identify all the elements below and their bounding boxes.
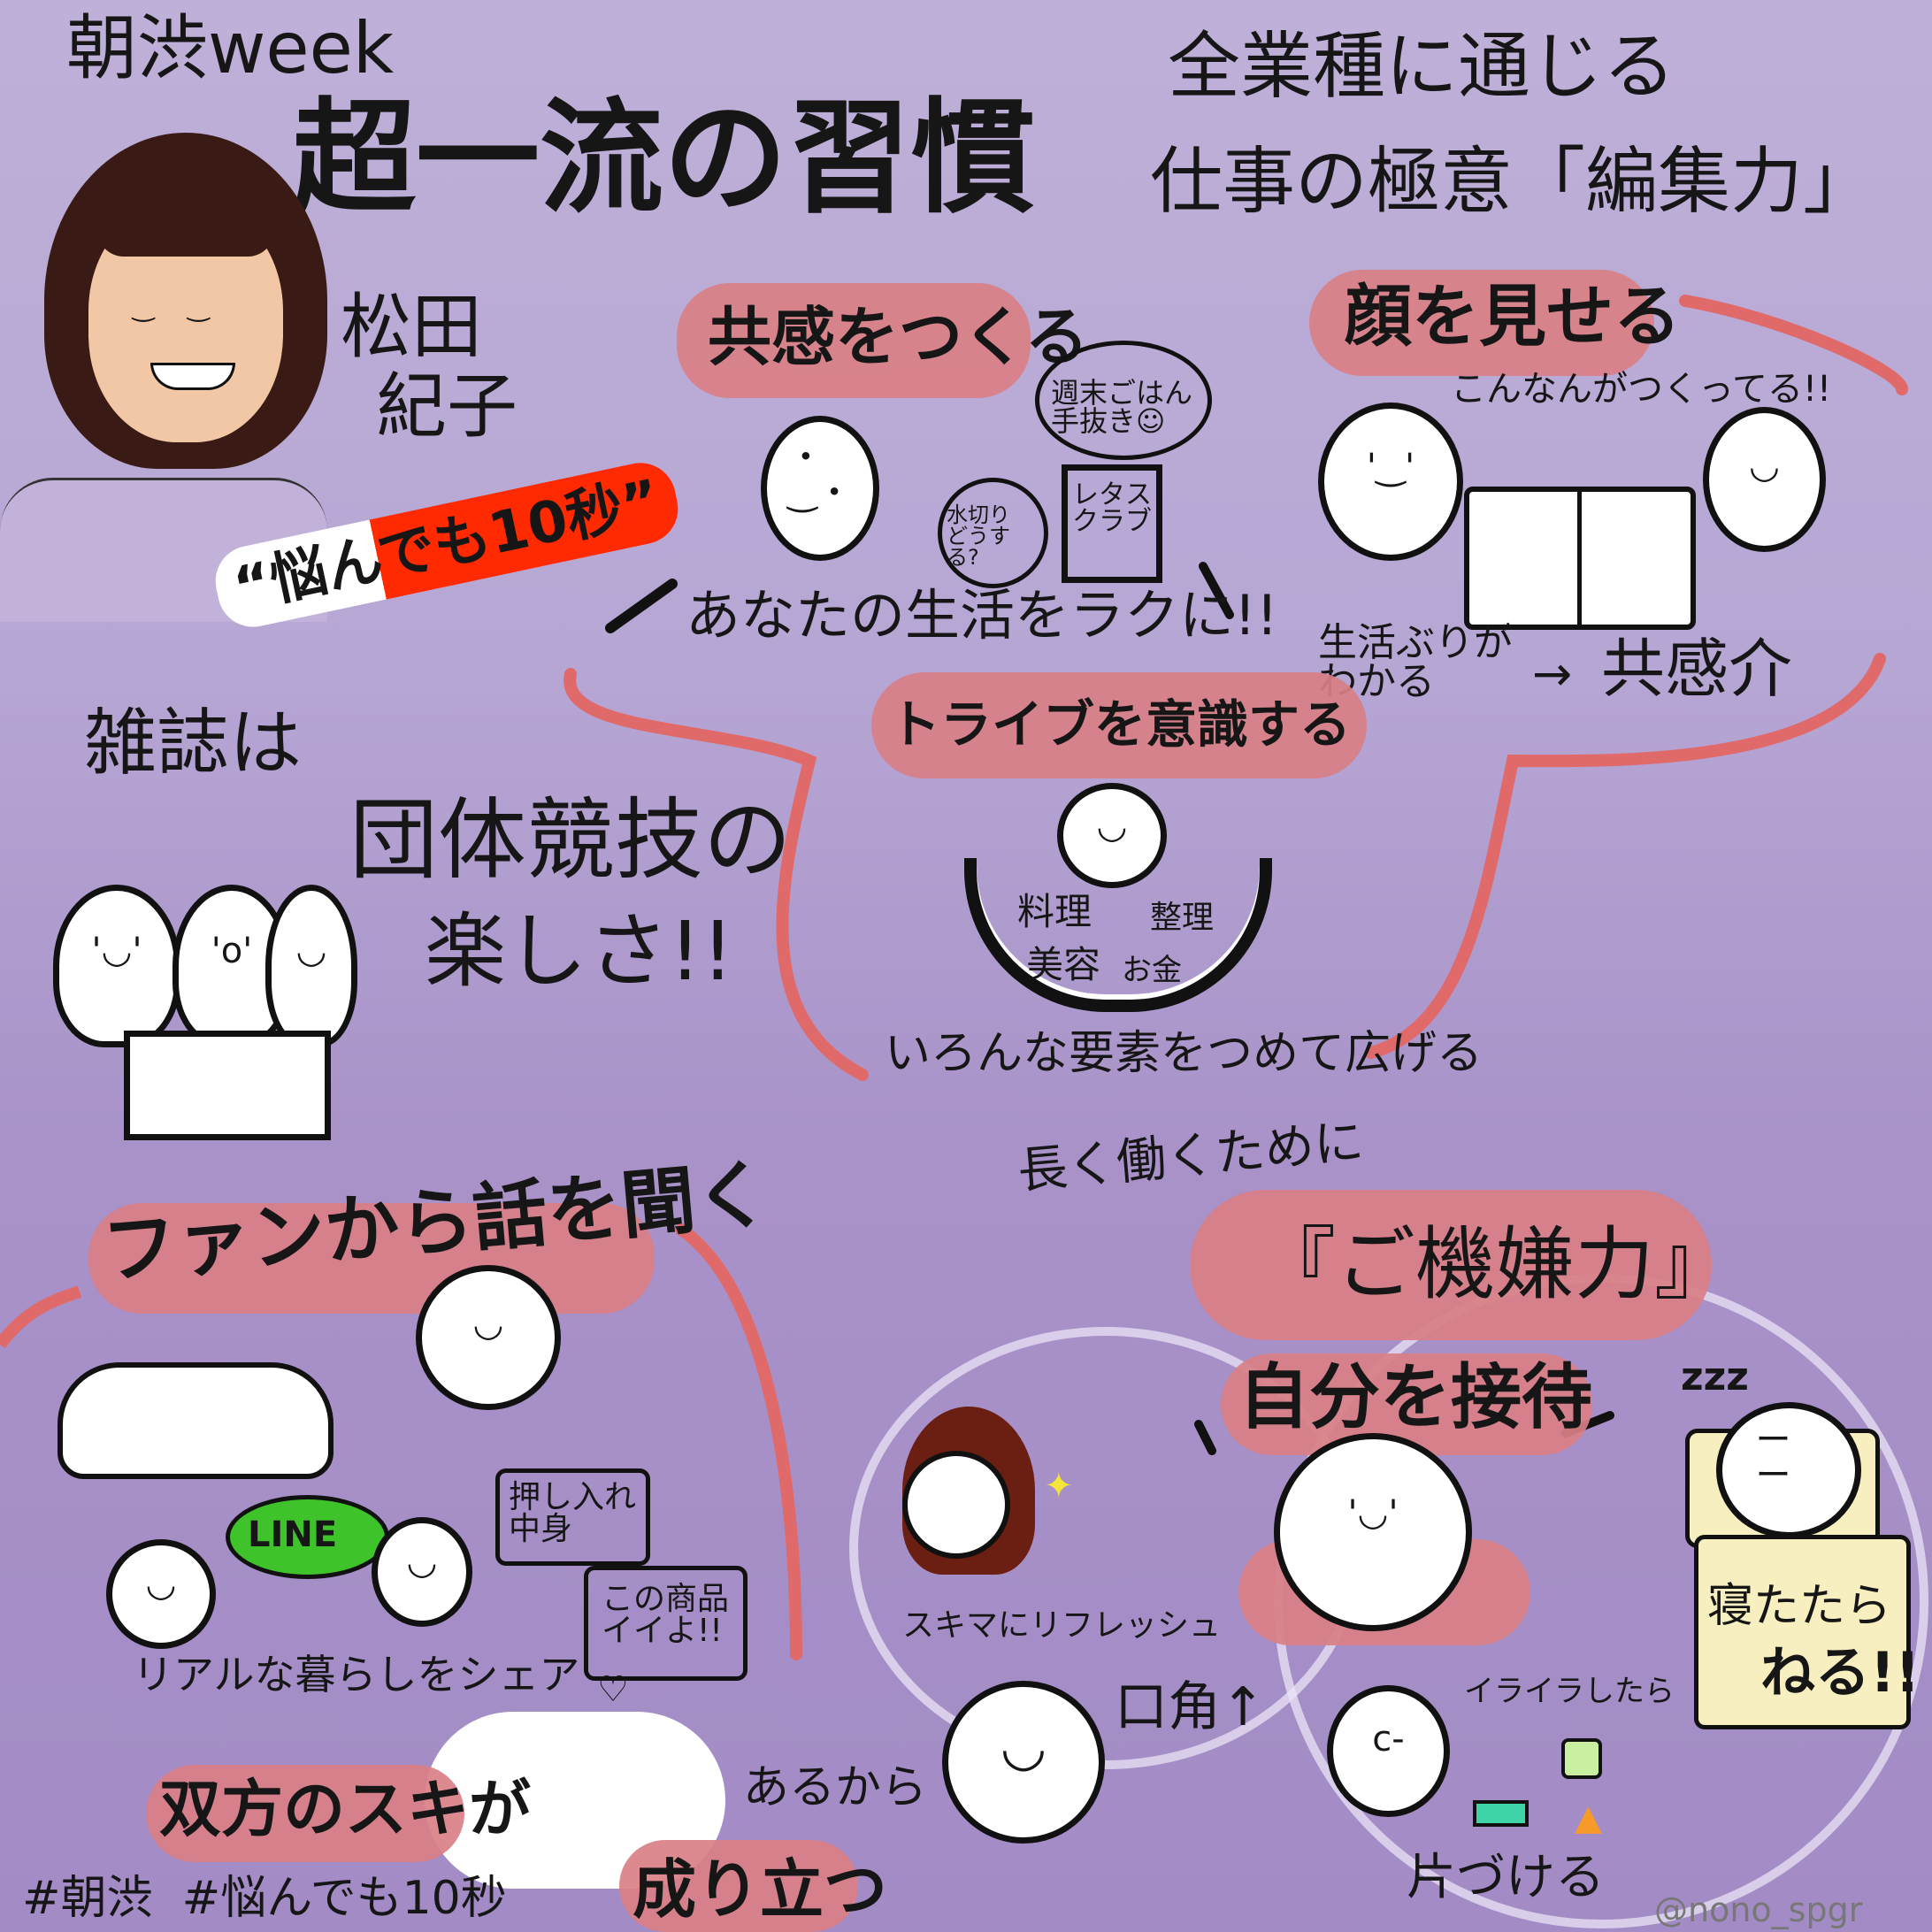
toy-shapes	[1473, 1800, 1529, 1827]
speech-bubble	[1035, 341, 1212, 460]
character-figure: ◡	[416, 1265, 561, 1410]
heading-background	[146, 1765, 464, 1862]
tribe-item: 整理	[1150, 900, 1215, 936]
toy-shapes	[1561, 1738, 1602, 1779]
sleeping-character: ー ー	[1716, 1402, 1861, 1538]
character-figure: '◡'	[1274, 1433, 1472, 1631]
character-figure: '‿'	[1318, 402, 1463, 561]
both-like-text: 双方のスキが	[159, 1773, 531, 1845]
tidy-text: 片づける	[1407, 1849, 1605, 1906]
character-figure: ◡	[265, 885, 357, 1047]
speaker-name-line1: 松田	[341, 286, 482, 368]
woman-face-icon	[902, 1407, 1035, 1575]
empathy-heading: 共感をつくる	[708, 300, 1089, 374]
magazine-title: レタス クラブ	[1072, 479, 1152, 537]
magazine-line2: 団体競技の	[349, 788, 792, 892]
page-title: 超一流の習慣	[292, 87, 1036, 231]
credit: @nono_spgr	[1654, 1890, 1863, 1929]
zzz-text: zzz	[1681, 1354, 1749, 1399]
face-caption-top: こんなんがつくってる!!	[1451, 369, 1832, 410]
sparkle-icon: ✦	[1044, 1466, 1074, 1506]
arrow-text: →	[1532, 646, 1573, 702]
smile-text: 口角↑	[1115, 1676, 1266, 1738]
hashtags: #朝渋 #悩んでも10秒	[22, 1872, 507, 1925]
tribe-item: 料理	[1017, 890, 1092, 933]
character-figure: '◡'	[53, 885, 180, 1047]
character-figure: ◡	[372, 1517, 472, 1627]
empathy-caption: あなたの生活をラクに!!	[686, 583, 1278, 648]
because-text: あるから	[743, 1761, 928, 1814]
heading-background	[677, 283, 1031, 398]
established-text: 成り立つ	[632, 1852, 888, 1927]
fan-caption: リアルな暮らしをシェア	[133, 1651, 580, 1698]
bubble-text: 週末ごはん 手抜き☺	[1051, 376, 1193, 438]
speech-bubble	[584, 1566, 748, 1681]
subtitle-line1: 全業種に通じる	[1168, 25, 1676, 109]
face-caption-bottom: 生活ぶりが わかる	[1318, 620, 1513, 704]
character-figure: ◡	[106, 1539, 216, 1649]
magazine-line1: 雑誌は	[84, 702, 303, 786]
open-book-icon	[124, 1031, 331, 1140]
tribe-item: お金	[1122, 953, 1182, 988]
heading-background	[88, 1203, 655, 1314]
magazine-book	[1062, 464, 1162, 583]
speech-bubble	[495, 1468, 650, 1566]
heading-background	[871, 672, 1367, 778]
sleep-line2: ねる!!	[1760, 1640, 1920, 1705]
speech-bubble	[938, 478, 1048, 588]
bubble-text: この商品 イイよ!!	[602, 1581, 730, 1649]
bubble-text: 押し入れ 中身	[509, 1479, 637, 1547]
open-magazine-icon	[1464, 487, 1696, 630]
mood-heading: 『ご機嫌力』	[1256, 1218, 1734, 1311]
bubble-text: 水切り どうする?	[947, 502, 1010, 570]
speaker-name-line2: 紀子	[376, 365, 518, 448]
character-figure: c-	[1327, 1685, 1450, 1817]
sleep-line1: 寝たたら	[1707, 1580, 1892, 1633]
toy-shapes: ▲	[1575, 1798, 1602, 1838]
heading-background	[1309, 270, 1654, 376]
blanket-icon	[1694, 1535, 1911, 1729]
fan-group	[58, 1362, 334, 1479]
subtitle-line2: 仕事の極意「編集力」	[1150, 140, 1876, 224]
face-result: 共感介	[1601, 632, 1793, 706]
mood-subheading: 自分を接待	[1238, 1356, 1592, 1438]
tribe-heading: トライブを意識する	[889, 694, 1352, 755]
character-figure: ◡	[1703, 407, 1826, 552]
face-heading: 顔を見せる	[1345, 277, 1681, 356]
refresh-text: スキマにリフレッシュ	[902, 1607, 1222, 1644]
event-label: 朝渋week	[66, 7, 395, 89]
heading-background	[1190, 1190, 1712, 1340]
line-badge-text: LINE	[248, 1514, 338, 1555]
speaker-portrait: ‿ ‿	[44, 133, 327, 487]
heart-icon: ♡	[597, 1669, 629, 1710]
irritated-text: イライラしたら	[1464, 1674, 1675, 1709]
character-figure: ・‿・	[761, 416, 879, 561]
heading-background	[619, 1840, 858, 1932]
character-figure: ◡	[942, 1681, 1105, 1844]
tribe-item: 美容	[1026, 943, 1101, 986]
tribe-caption: いろんな要素をつめて広げる	[885, 1027, 1484, 1080]
magazine-line3: 楽しさ!!	[425, 904, 734, 999]
